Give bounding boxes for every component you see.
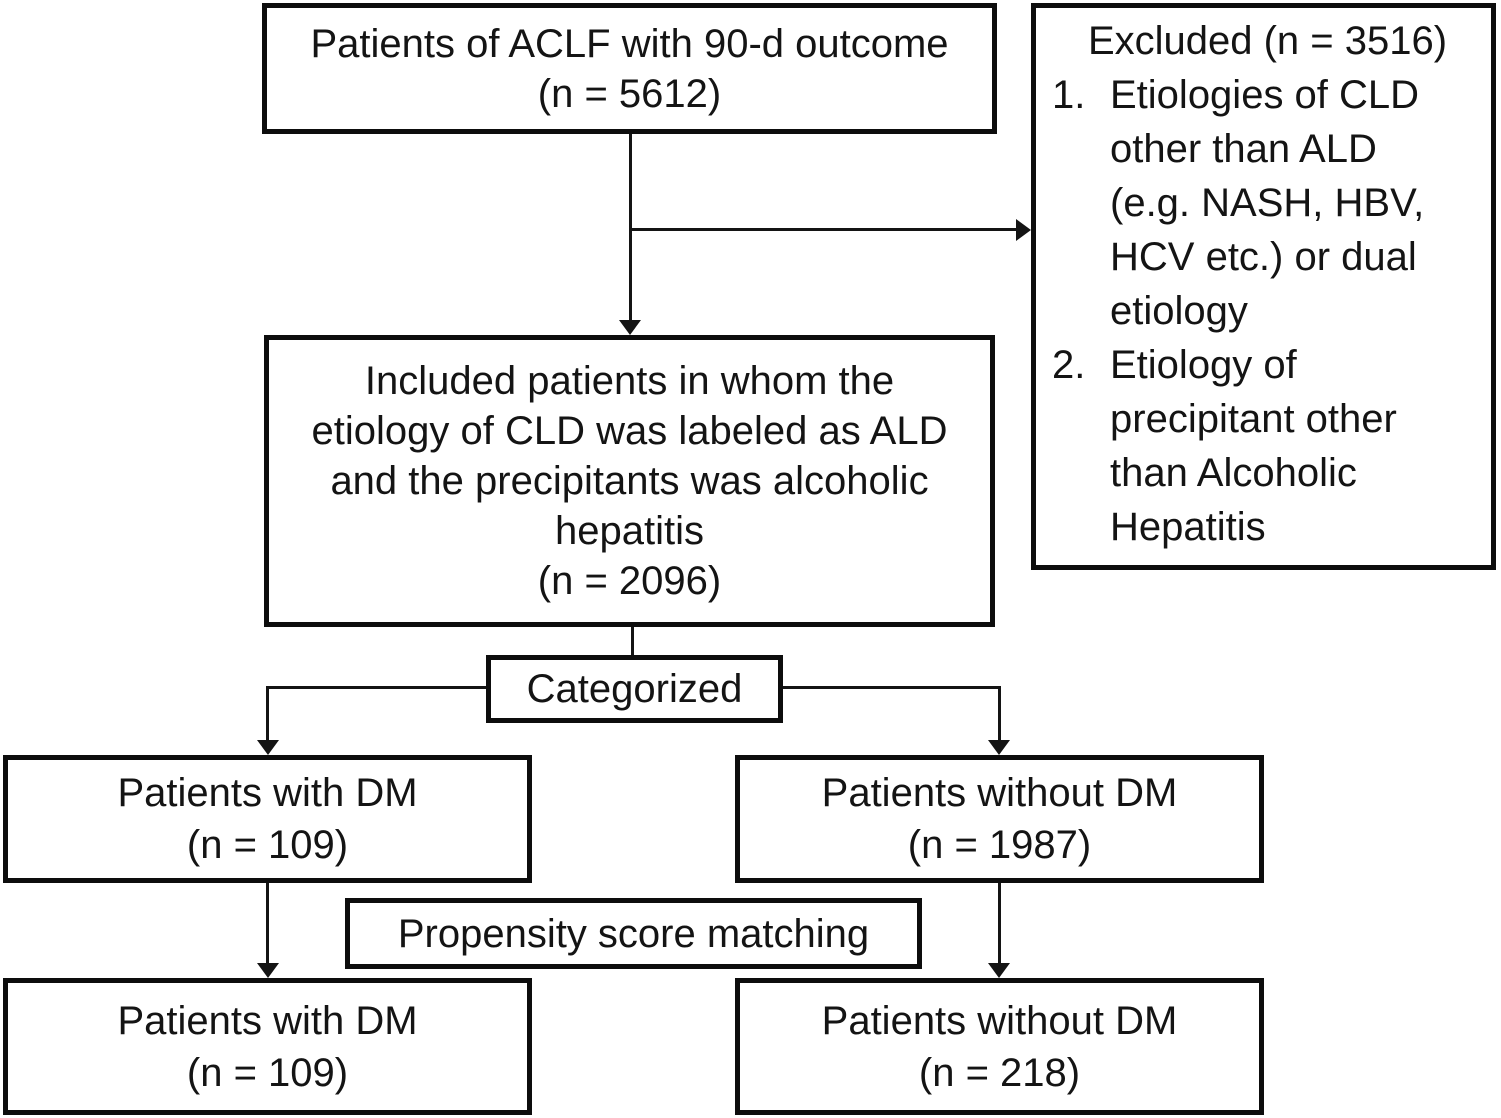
connector-categorized-right-vertical [998,686,1001,742]
excluded-box: Excluded (n = 3516) 1. Etiologies of CLD… [1031,3,1496,570]
included-box: Included patients in whom the etiology o… [264,335,995,627]
box-line: etiology of CLD was labeled as ALD [311,409,948,453]
excluded-item-1: 1. Etiologies of CLD other than ALD (e.g… [1052,68,1483,338]
box-line: Etiologies of CLD [1110,73,1420,117]
without-dm-box: Patients without DM (n = 1987) [735,755,1264,883]
box-line: Propensity score matching [397,911,870,956]
excluded-item-2: 2. Etiology of precipitant other than Al… [1052,338,1483,554]
propensity-score-matching-box: Propensity score matching [345,898,922,969]
arrowhead-into-excluded [1016,219,1031,241]
connector-categorized-left-horizontal [266,686,488,689]
with-dm-matched-box: Patients with DM (n = 109) [3,978,532,1115]
connector-without-dm-to-matched [998,881,1001,965]
box-line: Etiology of [1110,343,1297,387]
connector-included-to-categorized [631,625,634,657]
connector-categorized-right-horizontal [781,686,1001,689]
box-line: and the precipitants was alcoholic [330,459,929,503]
box-line: (e.g. NASH, HBV, [1110,181,1425,225]
box-line: Patients without DM [821,998,1178,1043]
box-line: Patients of ACLF with 90-d outcome [310,21,949,66]
box-line: hepatitis [555,509,704,553]
box-line: (n = 109) [186,823,349,867]
categorized-box: Categorized [486,655,783,723]
box-line: (n = 2096) [537,559,722,603]
box-line: Patients with DM [117,771,418,815]
arrowhead-into-with-dm [257,740,279,755]
top-box-patients-aclf: Patients of ACLF with 90-d outcome (n = … [262,3,997,134]
with-dm-box: Patients with DM (n = 109) [3,755,532,883]
box-line: precipitant other [1110,397,1397,441]
box-line: HCV etc.) or dual [1110,235,1417,279]
connector-branch-to-excluded [629,228,1019,231]
box-line: than Alcoholic [1110,451,1357,495]
box-line: Patients with DM [117,998,418,1043]
box-line: Included patients in whom the [364,359,895,403]
excluded-item-number: 1. [1052,73,1086,117]
connector-with-dm-to-matched [266,881,269,965]
excluded-item-text: Etiologies of CLD other than ALD (e.g. N… [1110,68,1483,338]
box-line: (n = 218) [918,1050,1081,1095]
without-dm-matched-box: Patients without DM (n = 218) [735,978,1264,1115]
arrowhead-into-without-dm [988,740,1010,755]
excluded-item-text: Etiology of precipitant other than Alcoh… [1110,338,1483,554]
arrowhead-into-included [619,320,641,335]
box-line: Hepatitis [1110,505,1266,549]
box-line: (n = 1987) [907,823,1092,867]
arrowhead-into-with-dm-matched [257,963,279,978]
box-line: etiology [1110,289,1248,333]
connector-top-to-included [629,133,632,322]
box-line: (n = 5612) [537,71,722,116]
connector-categorized-left-vertical [266,686,269,742]
excluded-item-number: 2. [1052,343,1086,387]
box-line: (n = 109) [186,1050,349,1095]
arrowhead-into-without-dm-matched [988,963,1010,978]
box-line: Categorized [526,667,743,711]
box-line: Patients without DM [821,771,1178,815]
box-line: other than ALD [1110,127,1377,171]
excluded-title: Excluded (n = 3516) [1087,19,1448,63]
